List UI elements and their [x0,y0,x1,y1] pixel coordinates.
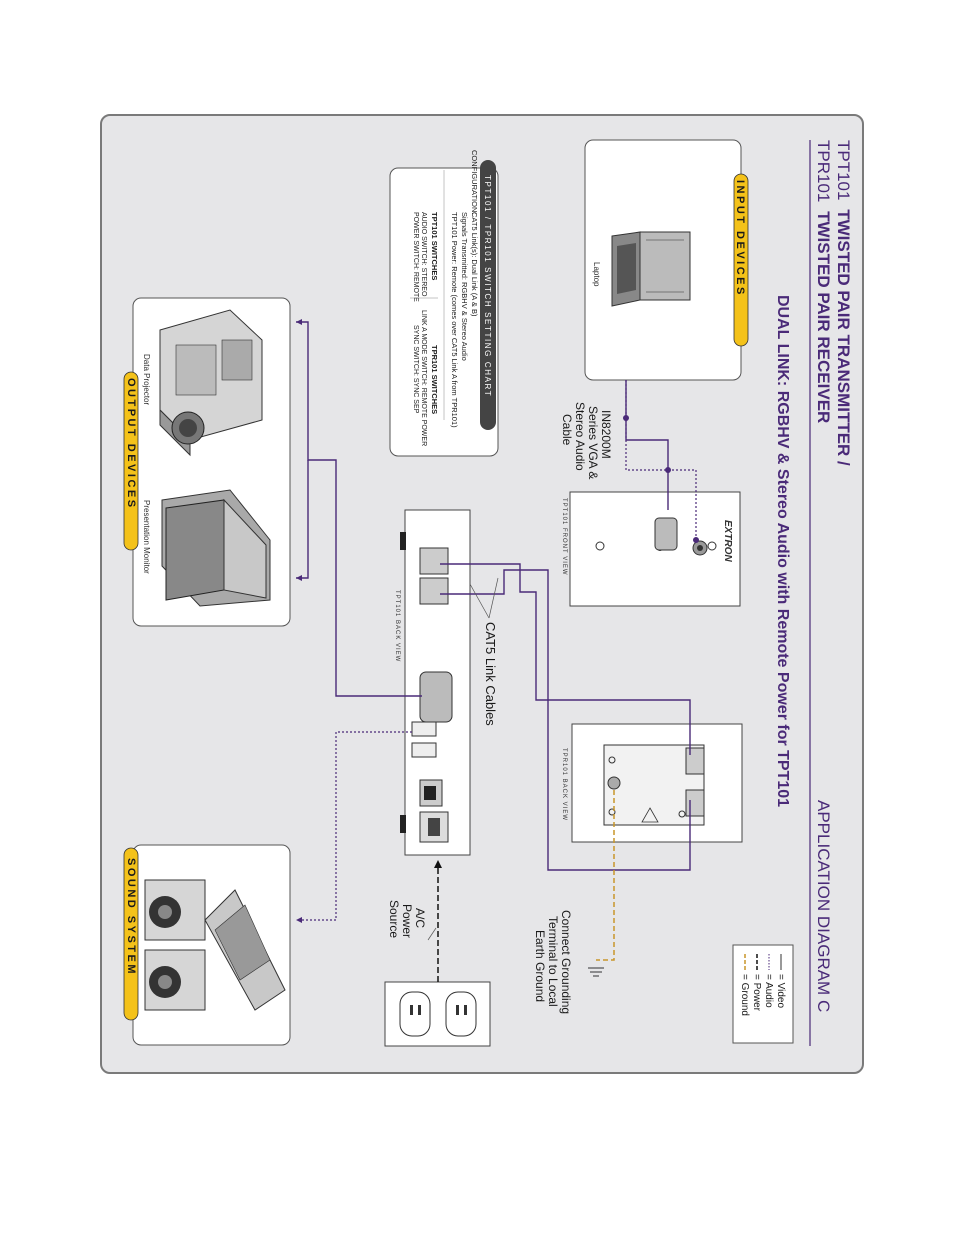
svg-text:Stereo Audio: Stereo Audio [573,402,587,471]
config-line-3: TPT101 Power: Remote (comes over CAT5 Li… [450,212,459,428]
sound-system-box [132,844,291,1046]
cat5-callout: CAT5 Link Cables [483,622,498,726]
config-line-2: Signals Transmitted: RGBHV & Stereo Audi… [460,212,469,361]
cable-callout: IN8200M Series VGA & Stereo Audio Cable [560,402,613,479]
wall-outlet-icon [384,981,491,1047]
tpr101-back-panel [571,723,743,843]
tpt-front-label: TPT101 FRONT VIEW [561,498,567,576]
tpt-switch-header: TPT101 SWITCHES [430,212,439,280]
laptop-icon [611,231,691,307]
svg-text:Source: Source [387,900,401,938]
monitor-icon [161,489,271,607]
ground-callout: Connect Grounding Terminal to Local Eart… [533,910,573,1014]
switch-chart: TPT101 / TPR101 SWITCH SETTING CHART CON… [389,150,499,457]
svg-text:A/C: A/C [413,908,427,928]
svg-text:Terminal to Local: Terminal to Local [546,916,560,1007]
tpr-switch-1: LINK A MODE SWITCH: REMOTE POWER [420,310,427,446]
svg-text:Series VGA &: Series VGA & [586,406,600,479]
power-callout: A/C Power Source [387,900,427,938]
input-devices-label: INPUT DEVICES [734,180,746,297]
tpt101-front-panel: EXTRON [569,491,741,607]
config-line-1: CAT5 Link(s): Dual Link (A & B) [470,212,479,317]
speaker-left-icon [144,879,206,941]
sound-system-label: SOUND SYSTEM [125,858,137,976]
legend: = Video = Audio = Power = Ground [732,944,794,1044]
projector-label: Data Projector [142,354,151,405]
svg-text:Power: Power [400,904,414,938]
svg-text:IN8200M: IN8200M [599,410,613,459]
tpt-back-label: TPT101 BACK VIEW [394,590,400,662]
svg-text:Cable: Cable [560,414,574,446]
amplifier-icon [204,889,286,1011]
svg-text:EXTRON: EXTRON [722,520,733,562]
legend-power: = Power [751,974,762,1012]
legend-ground: = Ground [739,974,750,1016]
tpr-switch-2: SYNC SWITCH: SYNC SEP [412,325,419,414]
legend-video: = Video [775,974,786,1008]
speaker-right-icon [144,949,206,1011]
monitor-label: Presentation Monitor [142,500,151,574]
svg-text:Connect Grounding: Connect Grounding [559,910,573,1014]
title-line-2: TPR101 TWISTED PAIR RECEIVER [814,140,833,423]
laptop-label: Laptop [592,262,601,287]
tpt-switch-2: POWER SWITCH: REMOTE [412,212,419,302]
svg-text:Earth Ground: Earth Ground [533,930,547,1002]
diagram-name: APPLICATION DIAGRAM C [814,800,833,1012]
subtitle: DUAL LINK: RGBHV & Stereo Audio with Rem… [774,295,791,807]
title-line-1: TPT101 TWISTED PAIR TRANSMITTER / [834,140,853,466]
tpt101-back-panel [400,509,471,856]
tpr-switch-header: TPR101 SWITCHES [430,345,439,414]
switch-chart-header: TPT101 / TPR101 SWITCH SETTING CHART [483,175,492,397]
output-devices-label: OUTPUT DEVICES [125,378,137,510]
tpr-back-label: TPR101 BACK VIEW [561,748,567,821]
config-label: CONFIGURATION: [470,150,479,214]
legend-audio: = Audio [763,974,774,1008]
tpt-switch-1: AUDIO SWITCH: STEREO [420,212,427,297]
projector-icon [159,309,263,457]
